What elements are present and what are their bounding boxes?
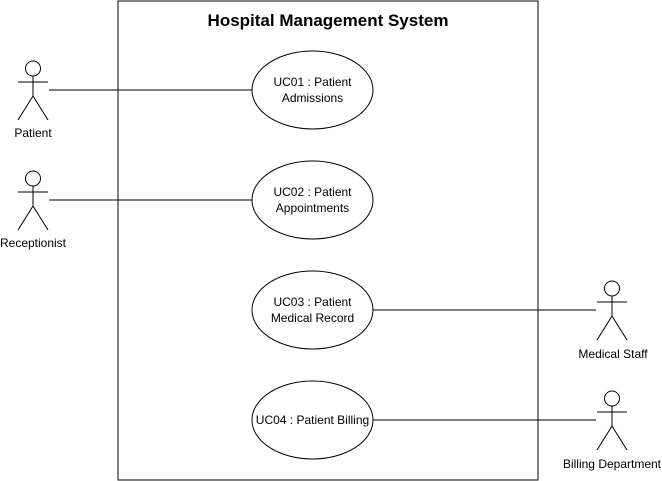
stick-figure-icon xyxy=(17,60,49,121)
actor-label: Billing Department xyxy=(563,457,662,471)
actor-receptionist[interactable]: Receptionist xyxy=(0,170,67,250)
use-case-uc04[interactable]: UC04 : Patient Billing xyxy=(251,380,374,460)
use-case-label-line2: Appointments xyxy=(276,201,349,215)
actor-medical-staff[interactable]: Medical Staff xyxy=(578,280,648,361)
actor-patient[interactable]: Patient xyxy=(14,60,52,140)
stick-figure-icon xyxy=(596,390,628,451)
actor-billing-department[interactable]: Billing Department xyxy=(563,390,662,471)
use-case-label-line1: UC02 : Patient xyxy=(273,185,352,199)
use-case-ellipse xyxy=(251,50,374,130)
use-case-ellipse xyxy=(251,160,374,240)
actor-label: Patient xyxy=(14,126,52,140)
system-title: Hospital Management System xyxy=(208,11,449,30)
use-case-ellipse xyxy=(251,270,374,350)
use-case-label-line1: UC01 : Patient xyxy=(273,75,352,89)
use-case-ellipse xyxy=(251,380,374,460)
use-case-label-line1: UC03 : Patient xyxy=(273,295,352,309)
use-case-label-line1: UC04 : Patient Billing xyxy=(256,413,369,427)
actor-label: Medical Staff xyxy=(578,347,648,361)
use-case-label-line2: Admissions xyxy=(282,91,343,105)
stick-figure-icon xyxy=(596,280,628,341)
use-case-uc02[interactable]: UC02 : Patient Appointments xyxy=(251,160,374,240)
use-case-uc01[interactable]: UC01 : Patient Admissions xyxy=(251,50,374,130)
actor-label: Receptionist xyxy=(0,236,67,250)
use-case-uc03[interactable]: UC03 : Patient Medical Record xyxy=(251,270,374,350)
use-case-label-line2: Medical Record xyxy=(271,311,354,325)
stick-figure-icon xyxy=(17,170,49,231)
